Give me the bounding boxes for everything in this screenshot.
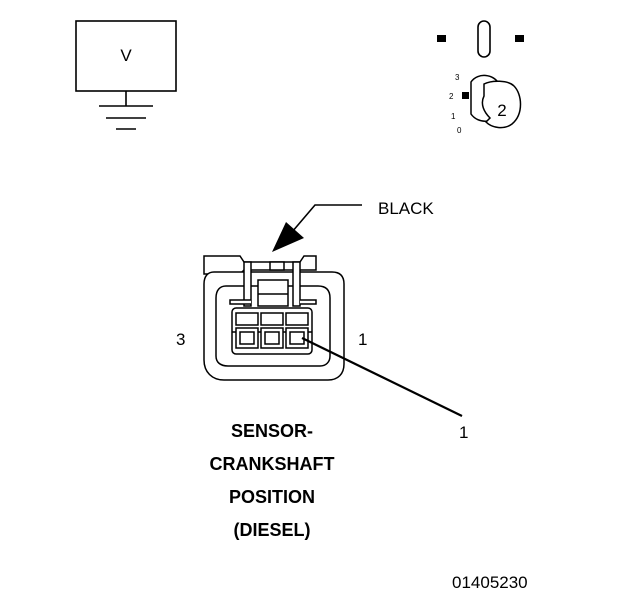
callout-arrowhead — [272, 222, 304, 252]
pin-callout-label: 1 — [459, 423, 468, 442]
component-caption: SENSOR- CRANKSHAFT POSITION (DIESEL) — [210, 421, 335, 540]
switch-pos-1: 1 — [451, 112, 456, 121]
pin-label-left: 3 — [176, 330, 185, 349]
caption-line-2: CRANKSHAFT — [210, 454, 335, 474]
caption-line-4: (DIESEL) — [233, 520, 310, 540]
voltmeter-label: V — [120, 46, 132, 65]
caption-line-3: POSITION — [229, 487, 315, 507]
figure-id: 01405230 — [452, 573, 528, 592]
pin-label-right: 1 — [358, 330, 367, 349]
probe-icon — [437, 20, 524, 58]
voltmeter-symbol: V — [75, 20, 177, 130]
switch-indicator — [462, 92, 469, 99]
voltmeter-box — [75, 20, 177, 92]
connector-color-label: BLACK — [378, 199, 434, 218]
ignition-switch-icon: 3 2 1 0 2 — [449, 73, 522, 135]
ground-icon — [99, 105, 153, 130]
caption-line-1: SENSOR- — [231, 421, 313, 441]
switch-selected-label: 2 — [497, 101, 506, 120]
switch-pos-2: 2 — [449, 92, 454, 101]
switch-pos-3: 3 — [455, 73, 460, 82]
pin-callout: 1 — [301, 337, 468, 442]
terminal-cavities — [235, 312, 309, 349]
color-callout: BLACK — [272, 199, 434, 252]
switch-pos-0: 0 — [457, 126, 462, 135]
switch-key-front — [481, 80, 522, 129]
